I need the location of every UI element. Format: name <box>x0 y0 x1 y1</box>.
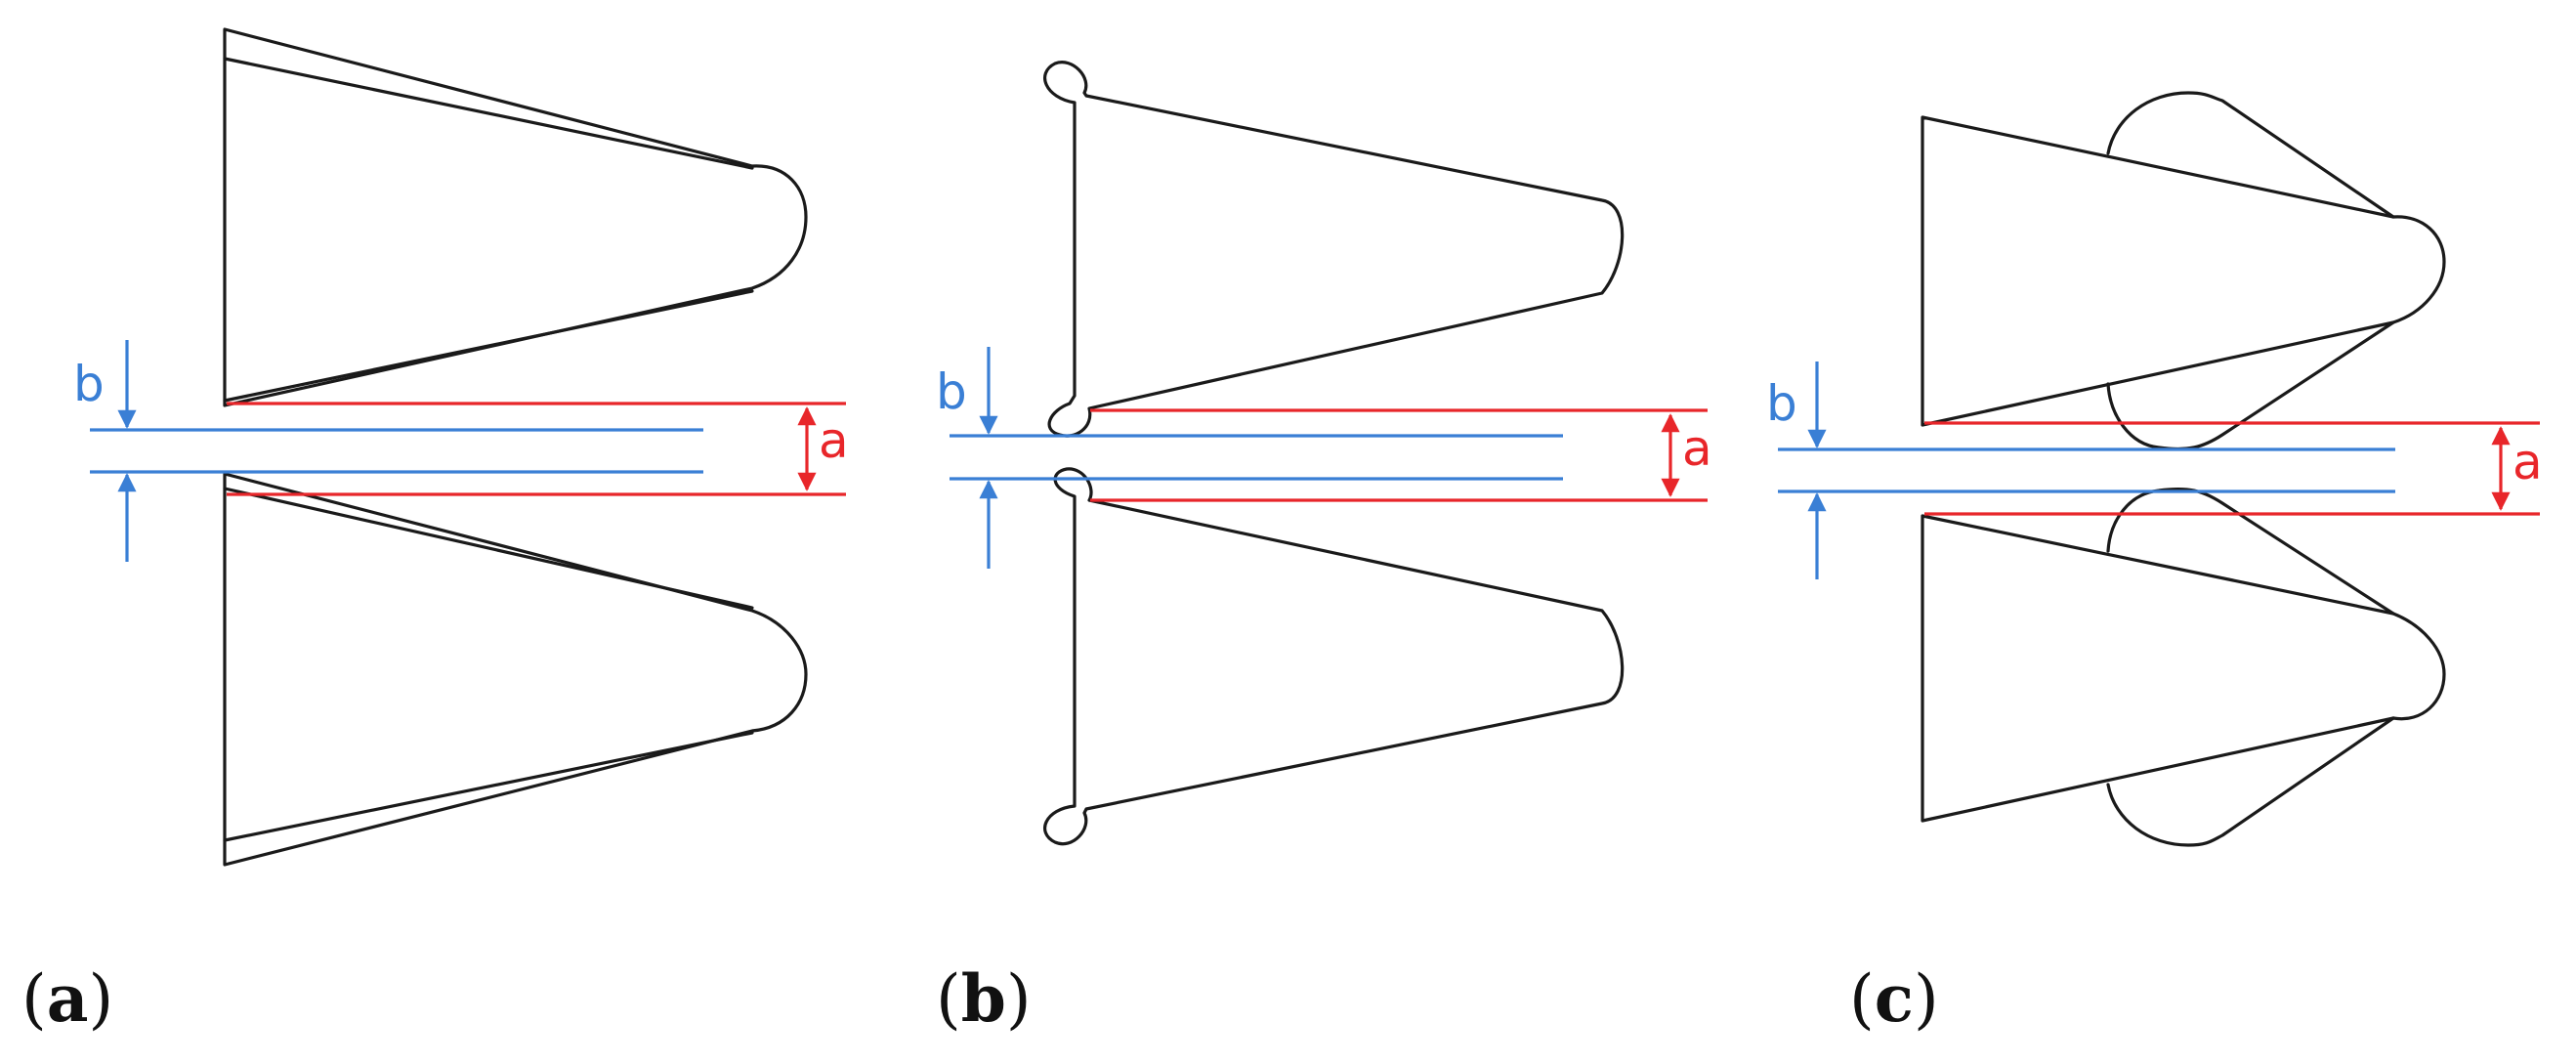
panel-b-gap-b-dimension: b <box>936 347 1563 569</box>
panel-c-upper-profile <box>1921 91 2446 451</box>
panel-c: b a (c) <box>1766 91 2543 1037</box>
panel-a-caption: (a) <box>21 960 113 1037</box>
panel-c-lower-profile <box>1921 487 2446 847</box>
panel-b-gap-a-dimension: a <box>1090 408 1712 502</box>
panel-b-gap-a-label: a <box>1682 420 1712 477</box>
panel-b-upper-profile <box>1043 61 1625 438</box>
panel-c-gap-a-label: a <box>2513 434 2543 490</box>
panel-a: b a (a) <box>21 27 849 1037</box>
panel-a-gap-a-dimension: a <box>227 402 849 496</box>
panel-c-gap-b-label: b <box>1766 375 1797 432</box>
panel-b-lower-profile <box>1043 467 1625 846</box>
panel-b: b a (b) <box>936 61 1712 1037</box>
panel-a-lower-profile <box>223 472 808 867</box>
panel-b-gap-b-label: b <box>936 363 967 420</box>
panel-a-upper-profile <box>223 27 808 407</box>
panel-a-gap-a-label: a <box>819 412 849 469</box>
panel-b-caption: (b) <box>936 960 1032 1037</box>
panel-c-caption: (c) <box>1849 960 1939 1037</box>
panel-a-gap-b-label: b <box>73 356 105 412</box>
panel-c-gap-b-dimension: b <box>1766 362 2395 579</box>
panel-a-gap-b-dimension: b <box>73 340 703 562</box>
panel-c-gap-a-dimension: a <box>1924 421 2543 516</box>
